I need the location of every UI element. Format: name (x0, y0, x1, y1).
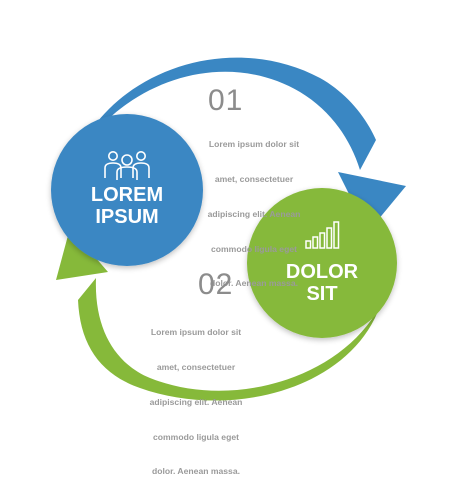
people-group-icon (104, 151, 150, 180)
step-number-02: 02 (198, 268, 234, 301)
green-cycle-arrow (56, 228, 380, 401)
step-01-title: LOREM IPSUM (70, 184, 184, 228)
step-02-line-4: commodo ligula eget (153, 431, 239, 442)
step-circle-dolor-sit (247, 188, 397, 338)
step-01-title-line-2: IPSUM (95, 206, 159, 228)
step-02-line-2: amet, consectetuer (156, 361, 236, 372)
step-02-title-line-1: DOLOR (285, 261, 359, 283)
step-circle-lorem-ipsum (51, 114, 203, 266)
step-02-description: Lorem ipsum dolor sit amet, consectetuer… (138, 304, 254, 490)
step-01-line-2: amet, consectetuer (214, 173, 294, 184)
step-01-line-3: adipiscing elit. Aenean (207, 208, 301, 219)
step-01-line-5: dolor. Aenean massa. (209, 278, 299, 289)
bar-chart-icon (305, 221, 340, 249)
step-02-title: DOLOR SIT (266, 261, 378, 305)
step-02-line-3: adipiscing elit. Aenean (149, 396, 243, 407)
cycle-diagram (51, 57, 406, 401)
blue-cycle-arrow (74, 57, 406, 232)
step-01-line-4: commodo ligula eget (211, 243, 297, 254)
step-01-description: Lorem ipsum dolor sit amet, consectetuer… (196, 116, 312, 302)
step-number-01: 01 (208, 84, 244, 117)
step-02-line-1: Lorem ipsum dolor sit (150, 327, 242, 338)
step-02-line-5: dolor. Aenean massa. (151, 466, 241, 477)
step-01-title-line-1: LOREM (90, 184, 164, 206)
step-02-title-line-2: SIT (306, 283, 338, 305)
step-01-line-1: Lorem ipsum dolor sit (208, 139, 300, 150)
